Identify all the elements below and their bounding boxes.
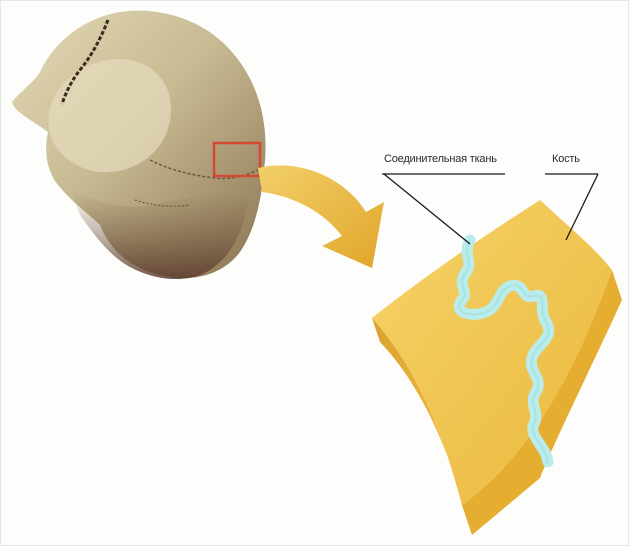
bone-block xyxy=(372,200,622,535)
connective-leader-line xyxy=(384,174,470,244)
bone-leader-line xyxy=(566,174,598,240)
connective-tissue-label: Соединительная ткань xyxy=(384,153,497,165)
bone-block-top xyxy=(372,200,612,505)
bone-label: Кость xyxy=(552,153,580,165)
skull-illustration xyxy=(12,11,266,279)
magnify-arrow xyxy=(258,165,384,268)
